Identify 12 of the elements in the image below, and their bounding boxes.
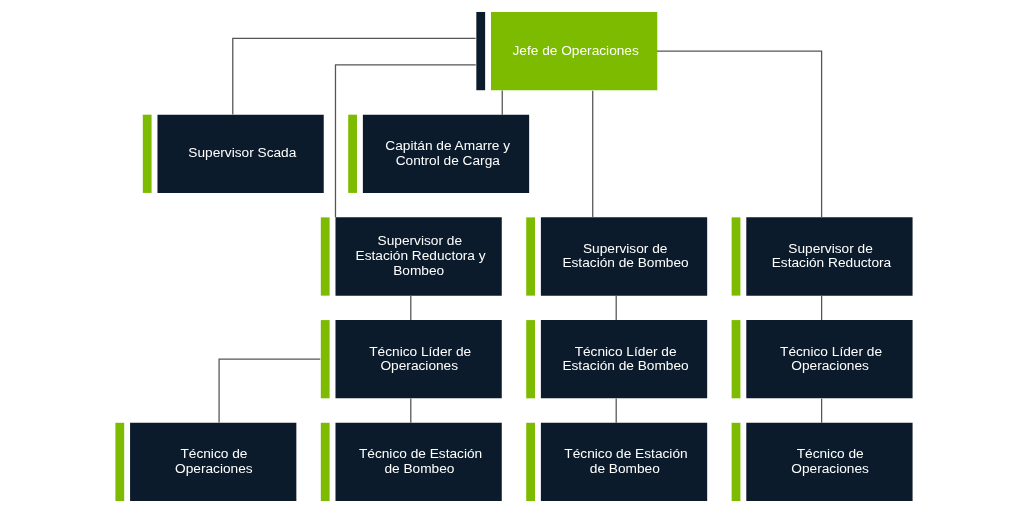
connector	[592, 90, 594, 218]
connector	[501, 89, 503, 116]
connector	[410, 295, 412, 321]
connector	[615, 295, 617, 321]
connector	[820, 398, 823, 424]
connector	[615, 398, 617, 424]
connector	[656, 50, 823, 218]
connector	[820, 295, 823, 321]
connector	[218, 358, 321, 424]
connector	[410, 398, 412, 424]
connector	[334, 64, 477, 218]
connector	[232, 37, 477, 116]
